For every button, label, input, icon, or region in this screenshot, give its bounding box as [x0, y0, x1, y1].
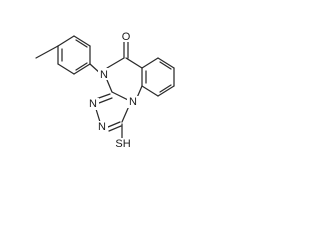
bond — [57, 35, 75, 47]
bond — [73, 35, 91, 47]
bond — [98, 97, 113, 104]
bond — [107, 121, 121, 128]
molecule-diagram: O N N N N SH — [35, 30, 175, 150]
atom-n-triazole-bottom: N — [98, 121, 106, 133]
bond — [157, 57, 175, 69]
bond — [157, 85, 175, 97]
chemical-structure-canvas: O N N N N SH — [0, 0, 225, 162]
bond — [106, 57, 125, 69]
bond — [111, 91, 129, 101]
bond-inner — [159, 84, 172, 93]
bond — [73, 63, 91, 75]
atom-thiol: SH — [115, 138, 130, 150]
bond — [121, 105, 130, 123]
bond — [106, 79, 113, 93]
bond — [125, 57, 143, 69]
atom-oxygen: O — [122, 31, 131, 43]
bond — [95, 108, 101, 123]
bond-inner — [75, 62, 88, 71]
bond — [141, 85, 159, 97]
atom-labels: O N N N N SH — [87, 30, 139, 150]
atom-n-bridgehead: N — [129, 96, 137, 108]
triazole-ring — [95, 93, 130, 139]
bond-inner — [159, 61, 172, 70]
benzo-ring — [141, 57, 175, 97]
methyl-bond — [35, 45, 59, 59]
bond — [141, 57, 159, 69]
quinazolinone-core — [106, 41, 143, 101]
atom-n-amide: N — [100, 69, 108, 81]
atom-n-triazole-left: N — [89, 98, 97, 110]
bond-inner — [75, 39, 88, 48]
bond — [57, 63, 75, 75]
tolyl-ring — [35, 35, 91, 75]
bond — [108, 125, 122, 132]
